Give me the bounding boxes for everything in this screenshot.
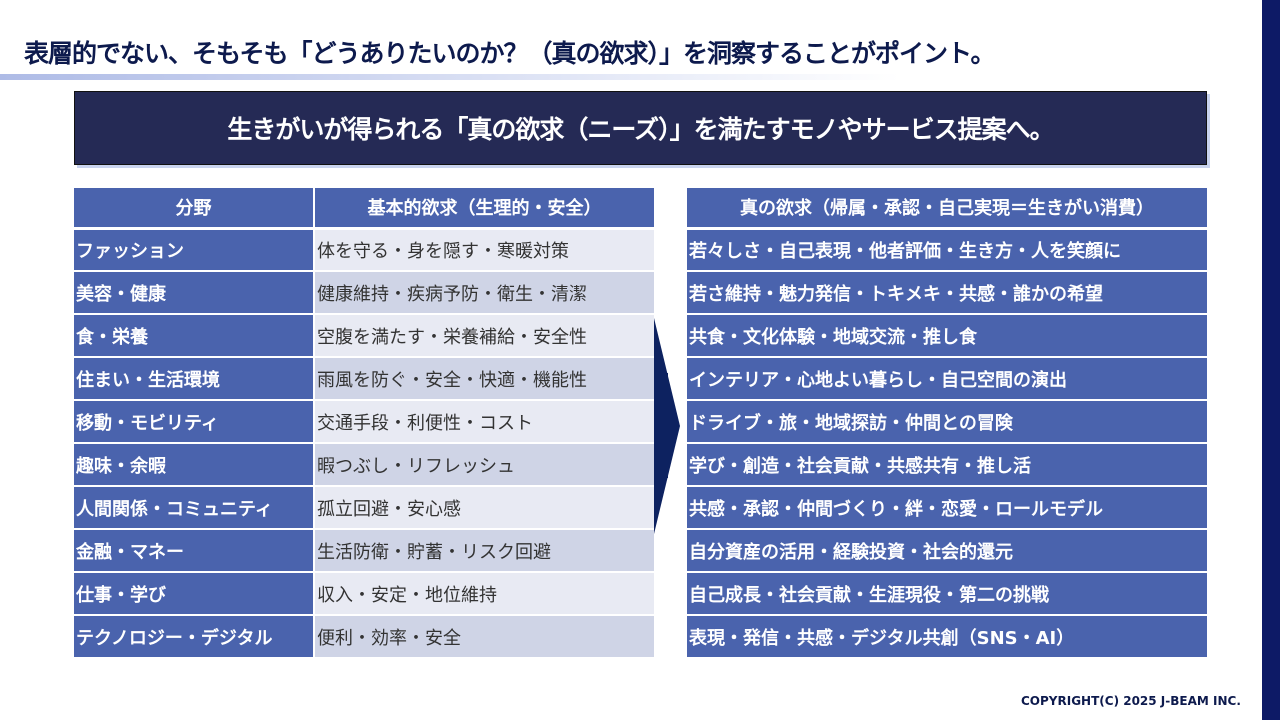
table-row: 学び・創造・社会貢献・共感共有・推し活 — [687, 443, 1207, 487]
basic-need-cell: 体を守る・身を隠す・寒暖対策 — [314, 228, 654, 272]
header-field: 分野 — [74, 188, 315, 230]
table-row: テクノロジー・デジタル便利・効率・安全 — [74, 615, 654, 659]
true-need-cell: 共食・文化体験・地域交流・推し食 — [687, 314, 1207, 358]
field-cell: 食・栄養 — [74, 314, 315, 358]
true-needs-table: 真の欲求（帰属・承認・自己実現＝生きがい消費） 若々しさ・自己表現・他者評価・生… — [687, 188, 1207, 659]
table-row: 若々しさ・自己表現・他者評価・生き方・人を笑顔に — [687, 228, 1207, 272]
arrow-right-icon — [654, 318, 680, 534]
table-row: 表現・発信・共感・デジタル共創（SNS・AI） — [687, 615, 1207, 659]
basic-needs-table: 分野基本的欲求（生理的・安全） ファッション体を守る・身を隠す・寒暖対策美容・健… — [74, 188, 654, 659]
table-row: ファッション体を守る・身を隠す・寒暖対策 — [74, 228, 654, 272]
table-row: 自分資産の活用・経験投資・社会的還元 — [687, 529, 1207, 573]
field-cell: ファッション — [74, 228, 315, 272]
field-cell: 仕事・学び — [74, 572, 315, 616]
table-row: 若さ維持・魅力発信・トキメキ・共感・誰かの希望 — [687, 271, 1207, 315]
table-row: インテリア・心地よい暮らし・自己空間の演出 — [687, 357, 1207, 401]
true-need-cell: 学び・創造・社会貢献・共感共有・推し活 — [687, 443, 1207, 487]
true-need-cell: 共感・承認・仲間づくり・絆・恋愛・ロールモデル — [687, 486, 1207, 530]
true-need-cell: 自己成長・社会貢献・生涯現役・第二の挑戦 — [687, 572, 1207, 616]
header-true-needs: 真の欲求（帰属・承認・自己実現＝生きがい消費） — [687, 188, 1207, 230]
table-row: 美容・健康健康維持・疾病予防・衛生・清潔 — [74, 271, 654, 315]
sidebar-accent — [1262, 0, 1280, 720]
field-cell: 趣味・余暇 — [74, 443, 315, 487]
basic-need-cell: 便利・効率・安全 — [314, 615, 654, 659]
field-cell: 移動・モビリティ — [74, 400, 315, 444]
true-need-cell: ドライブ・旅・地域探訪・仲間との冒険 — [687, 400, 1207, 444]
true-need-cell: 自分資産の活用・経験投資・社会的還元 — [687, 529, 1207, 573]
table-row: 金融・マネー生活防衛・貯蓄・リスク回避 — [74, 529, 654, 573]
basic-need-cell: 生活防衛・貯蓄・リスク回避 — [314, 529, 654, 573]
table-row: 食・栄養空腹を満たす・栄養補給・安全性 — [74, 314, 654, 358]
table-row: 住まい・生活環境雨風を防ぐ・安全・快適・機能性 — [74, 357, 654, 401]
basic-need-cell: 孤立回避・安心感 — [314, 486, 654, 530]
table-row: 共食・文化体験・地域交流・推し食 — [687, 314, 1207, 358]
table-row: 移動・モビリティ交通手段・利便性・コスト — [74, 400, 654, 444]
field-cell: 金融・マネー — [74, 529, 315, 573]
table-row: 共感・承認・仲間づくり・絆・恋愛・ロールモデル — [687, 486, 1207, 530]
basic-need-cell: 空腹を満たす・栄養補給・安全性 — [314, 314, 654, 358]
basic-need-cell: 収入・安定・地位維持 — [314, 572, 654, 616]
banner: 生きがいが得られる「真の欲求（ニーズ）」を満たすモノやサービス提案へ。 — [74, 91, 1207, 165]
table-row: ドライブ・旅・地域探訪・仲間との冒険 — [687, 400, 1207, 444]
true-need-cell: 若々しさ・自己表現・他者評価・生き方・人を笑顔に — [687, 228, 1207, 272]
table-row: 趣味・余暇暇つぶし・リフレッシュ — [74, 443, 654, 487]
field-cell: 美容・健康 — [74, 271, 315, 315]
field-cell: 住まい・生活環境 — [74, 357, 315, 401]
table-row: 人間関係・コミュニティ孤立回避・安心感 — [74, 486, 654, 530]
basic-need-cell: 雨風を防ぐ・安全・快適・機能性 — [314, 357, 654, 401]
slide-title: 表層的でない、そもそも「どうありたいのか？（真の欲求）」を洞察することがポイント… — [24, 39, 996, 68]
true-need-cell: 若さ維持・魅力発信・トキメキ・共感・誰かの希望 — [687, 271, 1207, 315]
title-underline — [0, 74, 900, 80]
true-need-cell: 表現・発信・共感・デジタル共創（SNS・AI） — [687, 615, 1207, 659]
basic-need-cell: 暇つぶし・リフレッシュ — [314, 443, 654, 487]
true-need-cell: インテリア・心地よい暮らし・自己空間の演出 — [687, 357, 1207, 401]
header-basic: 基本的欲求（生理的・安全） — [314, 188, 654, 230]
table-row: 自己成長・社会貢献・生涯現役・第二の挑戦 — [687, 572, 1207, 616]
basic-need-cell: 交通手段・利便性・コスト — [314, 400, 654, 444]
copyright: COPYRIGHT(C) 2025 J-BEAM INC. — [1021, 694, 1241, 708]
basic-need-cell: 健康維持・疾病予防・衛生・清潔 — [314, 271, 654, 315]
field-cell: 人間関係・コミュニティ — [74, 486, 315, 530]
table-row: 仕事・学び収入・安定・地位維持 — [74, 572, 654, 616]
field-cell: テクノロジー・デジタル — [74, 615, 315, 659]
